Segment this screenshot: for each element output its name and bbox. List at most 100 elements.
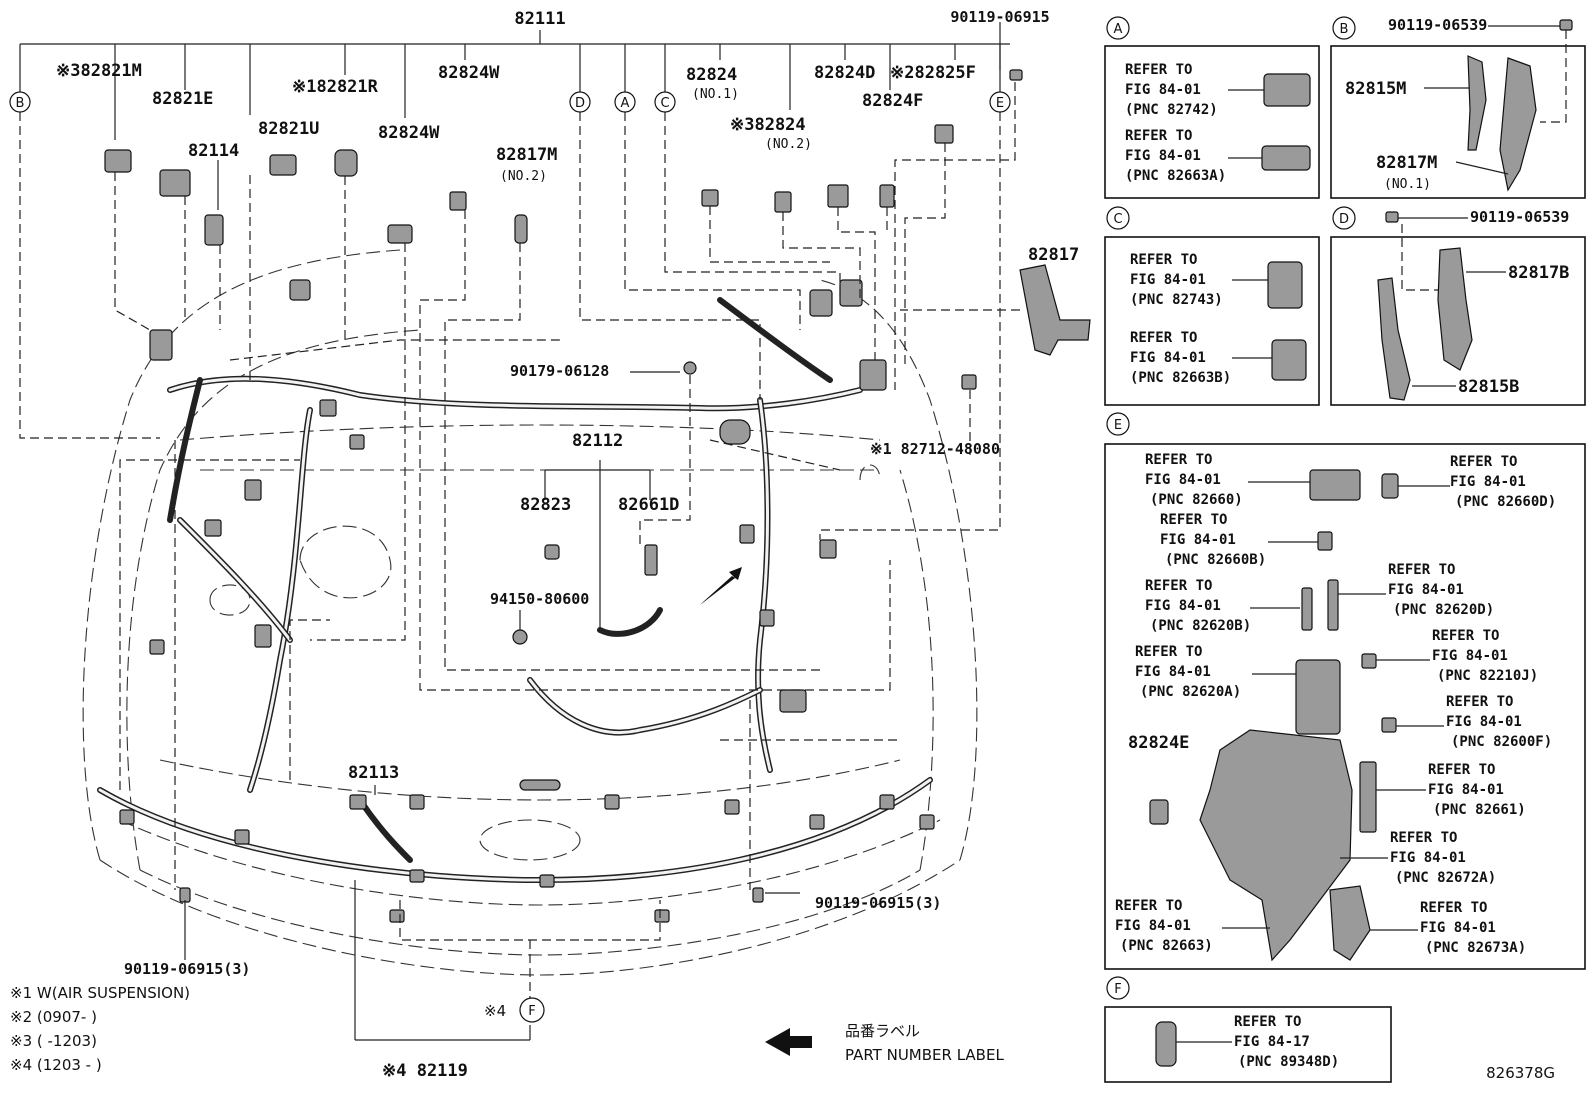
panel-d-82817b: 82817B bbox=[1508, 263, 1569, 283]
panel-b-82817m: 82817M bbox=[1376, 153, 1437, 173]
junction-block bbox=[1199, 729, 1353, 962]
panel-e-ref-2: REFER TO FIG 84-01 (PNC 82660B) bbox=[1160, 512, 1266, 568]
part-90179-06128: 90179-06128 bbox=[510, 362, 609, 380]
panel-e-ref-10: REFER TO FIG 84-01 (PNC 82663) bbox=[1115, 898, 1213, 954]
svg-text:(PNC 82620B): (PNC 82620B) bbox=[1150, 618, 1251, 634]
circle-label-a: A bbox=[621, 96, 630, 111]
part-82824w-b: 82824W bbox=[378, 123, 440, 143]
svg-text:REFER TO: REFER TO bbox=[1450, 454, 1517, 470]
part-82824-no1: 82824 bbox=[686, 65, 737, 85]
diagram-code: 826378G bbox=[1486, 1064, 1555, 1082]
panel-c-ref2-l2: FIG 84-01 bbox=[1130, 350, 1206, 366]
svg-text:(PNC 82660D): (PNC 82660D) bbox=[1455, 494, 1556, 510]
panel-e-ref-5: REFER TO FIG 84-01 (PNC 82210J) bbox=[1432, 628, 1538, 684]
svg-text:FIG 84-01: FIG 84-01 bbox=[1115, 918, 1191, 934]
svg-text:FIG 84-01: FIG 84-01 bbox=[1420, 920, 1496, 936]
part-number-label-arrow-icon bbox=[700, 567, 742, 605]
panel-a-ref1-l3: (PNC 82742) bbox=[1125, 102, 1218, 118]
circle-label-e: E bbox=[996, 96, 1004, 111]
panel-c-ref1-l2: FIG 84-01 bbox=[1130, 272, 1206, 288]
panel-e-ref-6: REFER TO FIG 84-01 (PNC 82620A) bbox=[1135, 644, 1241, 700]
legend-arrow-icon bbox=[765, 1028, 812, 1056]
panel-f bbox=[1104, 1006, 1392, 1083]
part-82661d: 82661D bbox=[618, 495, 679, 515]
panel-c-letter: C bbox=[1113, 212, 1122, 227]
circle-label-d: D bbox=[575, 96, 585, 111]
vehicle-body-outline bbox=[82, 249, 978, 976]
svg-text:(PNC 82620D): (PNC 82620D) bbox=[1393, 602, 1494, 618]
svg-text:FIG 84-01: FIG 84-01 bbox=[1450, 474, 1526, 490]
panel-b bbox=[1330, 45, 1586, 199]
svg-text:REFER TO: REFER TO bbox=[1420, 900, 1487, 916]
panel-c-ref2-l1: REFER TO bbox=[1130, 330, 1197, 346]
svg-text:FIG 84-01: FIG 84-01 bbox=[1446, 714, 1522, 730]
part-82824-no1-sub: (NO.1) bbox=[692, 87, 739, 102]
panel-a-ref2-l1: REFER TO bbox=[1125, 128, 1192, 144]
panel-b-82817m-sub: (NO.1) bbox=[1384, 177, 1431, 192]
part-82825f: ※282825F bbox=[890, 63, 976, 83]
part-82817: 82817 bbox=[1028, 245, 1079, 265]
svg-text:REFER TO: REFER TO bbox=[1446, 694, 1513, 710]
panel-a-ref1-l2: FIG 84-01 bbox=[1125, 82, 1201, 98]
svg-text:FIG 84-01: FIG 84-01 bbox=[1432, 648, 1508, 664]
part-90119-06915-3-left: 90119-06915(3) bbox=[124, 960, 250, 978]
svg-text:(PNC 82672A): (PNC 82672A) bbox=[1395, 870, 1496, 886]
panel-e-ref-4: REFER TO FIG 84-01 (PNC 82620B) bbox=[1145, 578, 1251, 634]
svg-text:(PNC 82673A): (PNC 82673A) bbox=[1425, 940, 1526, 956]
panel-c-ref2-l3: (PNC 82663B) bbox=[1130, 370, 1231, 386]
part-82114: 82114 bbox=[188, 141, 239, 161]
svg-text:FIG 84-01: FIG 84-01 bbox=[1428, 782, 1504, 798]
f-note: ※4 bbox=[484, 1002, 506, 1020]
part-94150-80600: 94150-80600 bbox=[490, 590, 589, 608]
panel-a-letter: A bbox=[1114, 22, 1123, 37]
circle-label-b: B bbox=[16, 96, 25, 111]
panel-b-bolt: 90119-06539 bbox=[1388, 16, 1487, 34]
part-82824-no2-sub: (NO.2) bbox=[765, 137, 812, 152]
panel-b-82815m: 82815M bbox=[1345, 79, 1406, 99]
svg-text:(PNC 82210J): (PNC 82210J) bbox=[1437, 668, 1538, 684]
svg-text:REFER TO: REFER TO bbox=[1135, 644, 1202, 660]
footnote-3: ※3 ( -1203) bbox=[10, 1032, 97, 1050]
panel-a-ref1-l1: REFER TO bbox=[1125, 62, 1192, 78]
panel-e-82824e: 82824E bbox=[1128, 733, 1189, 753]
connectors bbox=[104, 69, 1091, 923]
panel-e-ref-8: REFER TO FIG 84-01 (PNC 82661) bbox=[1428, 762, 1526, 818]
footnote-2: ※2 (0907- ) bbox=[10, 1008, 97, 1026]
panel-f-ref-l2: FIG 84-17 bbox=[1234, 1034, 1310, 1050]
part-82111: 82111 bbox=[514, 9, 565, 29]
svg-text:(PNC 82620A): (PNC 82620A) bbox=[1140, 684, 1241, 700]
part-82712-48080: ※1 82712-48080 bbox=[870, 440, 1000, 458]
part-82821m: ※382821M bbox=[56, 61, 142, 81]
part-82824f: 82824F bbox=[862, 91, 923, 111]
svg-text:REFER TO: REFER TO bbox=[1145, 578, 1212, 594]
part-82824w-a: 82824W bbox=[438, 63, 500, 83]
circle-label-c: C bbox=[660, 96, 669, 111]
part-82119: ※4 82119 bbox=[382, 1061, 468, 1081]
svg-text:FIG 84-01: FIG 84-01 bbox=[1160, 532, 1236, 548]
svg-text:(PNC 82663): (PNC 82663) bbox=[1120, 938, 1213, 954]
part-82113: 82113 bbox=[348, 763, 399, 783]
panel-f-ref-l1: REFER TO bbox=[1234, 1014, 1301, 1030]
svg-text:FIG 84-01: FIG 84-01 bbox=[1390, 850, 1466, 866]
svg-text:FIG 84-01: FIG 84-01 bbox=[1145, 472, 1221, 488]
part-82821u: 82821U bbox=[258, 119, 319, 139]
circle-label-f: F bbox=[528, 1004, 535, 1019]
panel-d-bolt: 90119-06539 bbox=[1470, 208, 1569, 226]
circle-markers bbox=[9, 91, 1011, 1023]
panel-c-ref1-l3: (PNC 82743) bbox=[1130, 292, 1223, 308]
leader-lines bbox=[19, 82, 1020, 1010]
panel-a-ref2-l3: (PNC 82663A) bbox=[1125, 168, 1226, 184]
svg-text:(PNC 82660): (PNC 82660) bbox=[1150, 492, 1243, 508]
svg-text:REFER TO: REFER TO bbox=[1428, 762, 1495, 778]
part-90119-06915-3-right: 90119-06915(3) bbox=[815, 894, 941, 912]
panel-e-ref-0: REFER TO FIG 84-01 (PNC 82660) bbox=[1145, 452, 1243, 508]
svg-text:FIG 84-01: FIG 84-01 bbox=[1388, 582, 1464, 598]
footnote-4: ※4 (1203 - ) bbox=[10, 1056, 102, 1074]
panel-e-ref-7: REFER TO FIG 84-01 (PNC 82600F) bbox=[1446, 694, 1552, 750]
svg-text:REFER TO: REFER TO bbox=[1115, 898, 1182, 914]
part-82821e: 82821E bbox=[152, 89, 213, 109]
panel-e bbox=[1104, 443, 1586, 970]
panel-e-ref-11: REFER TO FIG 84-01 (PNC 82673A) bbox=[1420, 900, 1526, 956]
part-82823: 82823 bbox=[520, 495, 571, 515]
